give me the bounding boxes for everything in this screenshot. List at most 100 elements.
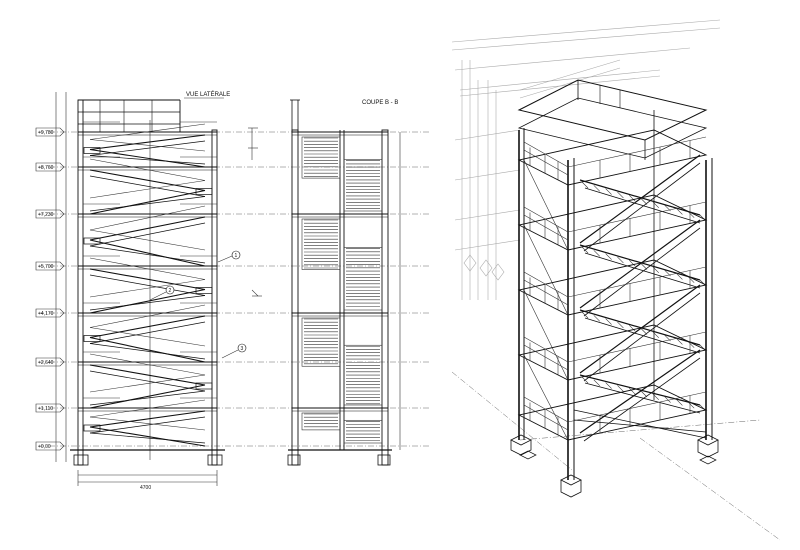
flight-stringer — [89, 274, 206, 296]
tread-frame — [301, 317, 341, 367]
top-platform-guardrail — [517, 79, 708, 160]
iso-rail — [567, 201, 707, 233]
section-left-column — [291, 129, 299, 466]
half-landing — [195, 287, 213, 294]
iso-flight-stringer — [579, 179, 701, 216]
iso-landings-and-flights — [517, 129, 708, 442]
flight-stringer — [89, 321, 206, 344]
iso-rail — [523, 396, 569, 423]
level-tag: +1,110 — [35, 403, 65, 413]
iso-rail — [523, 404, 569, 431]
iso-rail — [523, 271, 569, 298]
flight-stringer — [89, 288, 206, 314]
section-view-title: COUPE B - B — [362, 100, 398, 106]
iso-flight-stringer — [579, 309, 701, 346]
callout-label: 1 — [235, 253, 238, 259]
flight-stringer — [89, 134, 206, 151]
iso-flight-stringer — [579, 244, 701, 281]
isometric-view — [451, 19, 781, 541]
iso-rail — [523, 279, 569, 306]
callout-label: 2 — [169, 288, 172, 294]
flight-stringer — [89, 426, 206, 447]
flight-stringer — [89, 222, 206, 247]
iso-tread — [676, 399, 683, 406]
level-label: +5,700 — [38, 264, 54, 270]
flight-handrail — [89, 374, 206, 393]
tread-frame — [301, 136, 341, 179]
iso-tread — [676, 338, 683, 345]
flight-stringer — [89, 239, 206, 267]
iso-rail — [523, 336, 569, 363]
iso-flight-stringer — [583, 357, 701, 442]
flight-stringer — [89, 140, 206, 156]
flight-stringer — [89, 268, 206, 291]
iso-tread — [676, 273, 683, 280]
tread-frame — [343, 344, 383, 406]
level-tag: +7,230 — [35, 209, 65, 219]
level-tag: +9,780 — [35, 127, 65, 137]
flight-stringer — [89, 370, 206, 392]
iso-tread — [593, 250, 601, 257]
flight-stringer — [89, 216, 206, 241]
iso-flight-stringer — [583, 227, 701, 317]
level-guide-lines — [38, 131, 430, 447]
flight-stringer — [89, 432, 206, 444]
iso-flight-stringer — [583, 162, 701, 252]
iso-brace — [523, 159, 569, 251]
level-tag: +5,700 — [35, 261, 65, 271]
flight-stringer — [89, 196, 206, 212]
iso-rail — [523, 141, 569, 168]
iso-landing — [517, 259, 708, 316]
iso-brace — [523, 289, 569, 381]
level-tag: +8,760 — [35, 162, 65, 172]
flight-stringer — [89, 343, 206, 360]
iso-flight-stringer — [579, 219, 701, 309]
iso-rail — [523, 344, 569, 371]
flight-stringer — [89, 336, 206, 363]
iso-tread — [628, 194, 636, 202]
level-label: +9,780 — [38, 130, 54, 136]
flight-handrail — [89, 327, 206, 347]
iso-tread — [652, 393, 660, 401]
iso-tread — [640, 198, 648, 205]
iso-tread — [605, 382, 612, 389]
flight-stringer — [89, 169, 206, 192]
flight-stringer — [89, 148, 206, 168]
iso-tread — [628, 387, 636, 395]
flight-stringer — [89, 410, 206, 428]
iso-tread — [593, 315, 601, 322]
iso-flight-stringer — [584, 252, 701, 289]
iso-rail — [567, 391, 707, 423]
left-column — [77, 99, 84, 466]
flight-handrail — [89, 353, 206, 376]
iso-rail — [567, 266, 707, 298]
flight-handrail — [89, 139, 206, 152]
iso-landing — [517, 194, 708, 251]
flight-stringer — [89, 295, 206, 311]
iso-landing — [517, 384, 708, 441]
level-tags: +9,780 +8,760 +7,230 +5,700 +4,170 +2,640 +1,1… — [35, 127, 65, 451]
level-label: +1,110 — [38, 406, 53, 412]
level-label: +0,00 — [38, 444, 51, 450]
section-stair-panels — [292, 131, 388, 444]
iso-tread — [593, 185, 601, 192]
iso-tread — [581, 246, 589, 254]
iso-flight-stringer — [584, 382, 701, 414]
tread-frame — [343, 419, 383, 444]
iso-rail — [567, 136, 707, 168]
level-tag: +0,00 — [35, 441, 65, 451]
flight-stringer — [89, 315, 206, 339]
flight-stringer — [89, 175, 206, 197]
level-label: +2,640 — [38, 360, 54, 366]
iso-tread — [605, 318, 612, 325]
level-label: +4,170 — [38, 311, 54, 317]
flight-stringer — [89, 189, 206, 215]
iso-tread — [628, 324, 636, 332]
iso-flight-stringer — [579, 374, 701, 406]
iso-brace — [523, 224, 569, 316]
level-tag: +2,640 — [35, 357, 65, 367]
stair-flights — [78, 121, 217, 447]
flight-stringer — [89, 364, 206, 386]
flight-stringer — [89, 384, 206, 409]
flight-handrail — [89, 416, 206, 431]
